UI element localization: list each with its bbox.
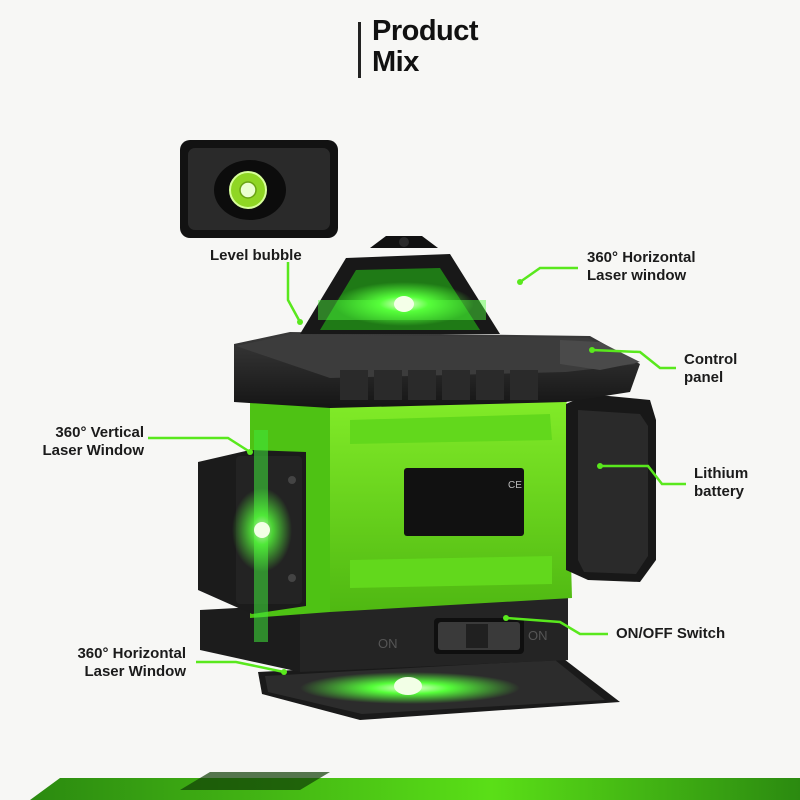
callout-horizontal-top: 360° Horizontal Laser window [587, 249, 696, 284]
top-cap [234, 332, 640, 408]
page-title: Product Mix [372, 15, 479, 78]
leader-lines [148, 262, 686, 674]
vertical-laser-glow [254, 522, 270, 538]
callout-lithium-battery: Lithium battery [694, 465, 749, 500]
callout-level-bubble: Level bubble [210, 247, 302, 264]
display-panel [404, 468, 524, 536]
ce-mark: CE [508, 480, 522, 491]
callout-on-off-switch: ON/OFF Switch [616, 625, 726, 642]
bottom-laser-glow [394, 677, 422, 695]
callout-vertical-window: 360° Vertical Laser Window [42, 424, 144, 459]
base-plate [258, 656, 620, 720]
top-laser-window [300, 236, 500, 334]
lithium-battery [566, 394, 656, 582]
lower-housing: ON ON [200, 590, 568, 672]
callout-horizontal-bottom: 360° Horizontal Laser Window [77, 645, 186, 680]
vertical-window-housing [198, 430, 306, 642]
title-line-2: Mix [372, 46, 419, 78]
switch-label-right: ON [528, 628, 548, 643]
switch-label-left: ON [378, 636, 398, 651]
top-laser-glow [394, 296, 414, 312]
control-panel-surface [560, 340, 640, 370]
bottom-accent-stripe [30, 772, 800, 800]
title-line-1: Product [372, 15, 479, 47]
level-bubble-inset [180, 140, 338, 238]
title-divider [358, 22, 361, 78]
callout-control-panel: Control panel [684, 351, 738, 386]
